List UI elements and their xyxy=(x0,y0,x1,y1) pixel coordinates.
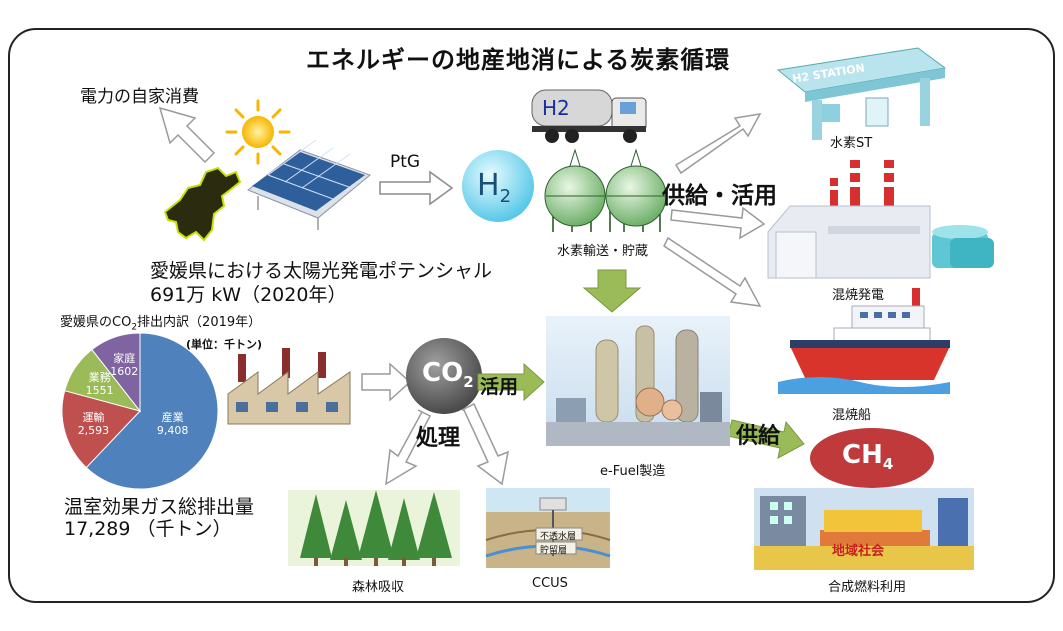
utilization-label: 活用 xyxy=(480,376,519,398)
hydrogen-station-label: 水素ST xyxy=(830,136,873,151)
treatment-label: 処理 xyxy=(416,426,461,451)
pie-slice-0 xyxy=(85,332,219,490)
pie-title: 愛媛県のCO2排出内訳（2019年） xyxy=(60,315,262,333)
ptg-label: PtG xyxy=(390,152,421,172)
h2-sphere-label: H2 xyxy=(477,168,512,207)
ccus-icon xyxy=(485,488,611,568)
cofiring-power-label: 混焼発電 xyxy=(832,288,885,303)
arrow-factory-to-co2 xyxy=(361,362,412,402)
arrow-to-cofiring-power xyxy=(670,206,766,240)
truck-h2-label: H2 xyxy=(542,96,570,120)
synthetic-fuel-label: 合成燃料利用 xyxy=(828,580,907,595)
transport-storage-label: 水素輸送・貯蔵 xyxy=(557,244,649,259)
pie-label-value: 1551 xyxy=(85,384,114,398)
ccus-label: CCUS xyxy=(532,576,568,591)
pie-label-name: 家庭 xyxy=(113,352,136,366)
arrow-to-forest xyxy=(385,409,432,486)
supply-use-label: 供給・活用 xyxy=(662,183,777,209)
self-consumption-label: 電力の自家消費 xyxy=(80,87,199,107)
ghg-total-line1: 温室効果ガス総排出量 xyxy=(64,496,255,518)
co2-sphere-label: CO2 xyxy=(422,358,474,392)
ehime-map-icon xyxy=(163,166,242,242)
ghg-total-line2: 17,289 （千トン） xyxy=(64,518,232,540)
sun-icon xyxy=(225,99,291,165)
h2-sphere-icon xyxy=(462,150,534,222)
ch4-label: CH4 xyxy=(842,440,894,474)
hydrogen-storage-tanks-icon xyxy=(544,148,667,232)
solar-panel-icon xyxy=(246,139,371,230)
arrow-to-cofiring-ship xyxy=(663,236,762,307)
supply-label: 供給 xyxy=(736,424,781,449)
cofiring-ship-label: 混焼船 xyxy=(832,408,872,423)
efuel-label: e-Fuel製造 xyxy=(600,464,666,479)
green-arrow-to-ch4 xyxy=(727,419,805,459)
impermeable-layer-label: 不透水層 xyxy=(540,532,577,542)
pie-label-name: 運輸 xyxy=(82,411,105,425)
forest-label: 森林吸収 xyxy=(352,580,405,595)
pie-label-value: 1602 xyxy=(110,365,139,379)
pie-label-value: 9,408 xyxy=(156,424,189,437)
pie-label-value: 2,593 xyxy=(77,424,110,438)
h2-station-icon xyxy=(776,47,947,140)
green-arrow-down xyxy=(582,269,642,313)
solar-potential-line2: 691万 kW（2020年） xyxy=(150,284,347,306)
co2-sphere-icon xyxy=(406,338,482,414)
diagram-title: エネルギーの地産地消による炭素循環 xyxy=(306,46,731,74)
local-community-icon xyxy=(754,488,974,570)
solar-potential-line1: 愛媛県における太陽光発電ポテンシャル xyxy=(150,260,493,282)
pie-label-name: 業務 xyxy=(88,371,111,385)
forest-icon xyxy=(288,490,460,566)
pie-unit: (単位：千トン) xyxy=(186,338,263,351)
arrow-to-h2-station xyxy=(674,113,762,175)
efuel-plant-icon xyxy=(546,316,730,446)
cofiring-power-plant-icon xyxy=(767,160,994,279)
ch4-ellipse-icon xyxy=(810,428,934,488)
pie-slice-1 xyxy=(61,390,141,469)
arrow-to-self-consumption xyxy=(158,106,216,164)
storage-layer-label: 貯留層 xyxy=(540,546,568,556)
arrow-to-ccus xyxy=(461,402,509,486)
pie-label-name: 産業 xyxy=(161,411,184,424)
local-community-label: 地域社会 xyxy=(832,544,885,559)
factory-icon xyxy=(227,348,351,425)
pie-slice-3 xyxy=(91,332,141,413)
cofiring-ship-icon xyxy=(778,288,950,394)
h2-truck-icon xyxy=(531,89,647,143)
green-arrow-to-efuel xyxy=(477,362,545,402)
ptg-arrow xyxy=(379,170,454,206)
